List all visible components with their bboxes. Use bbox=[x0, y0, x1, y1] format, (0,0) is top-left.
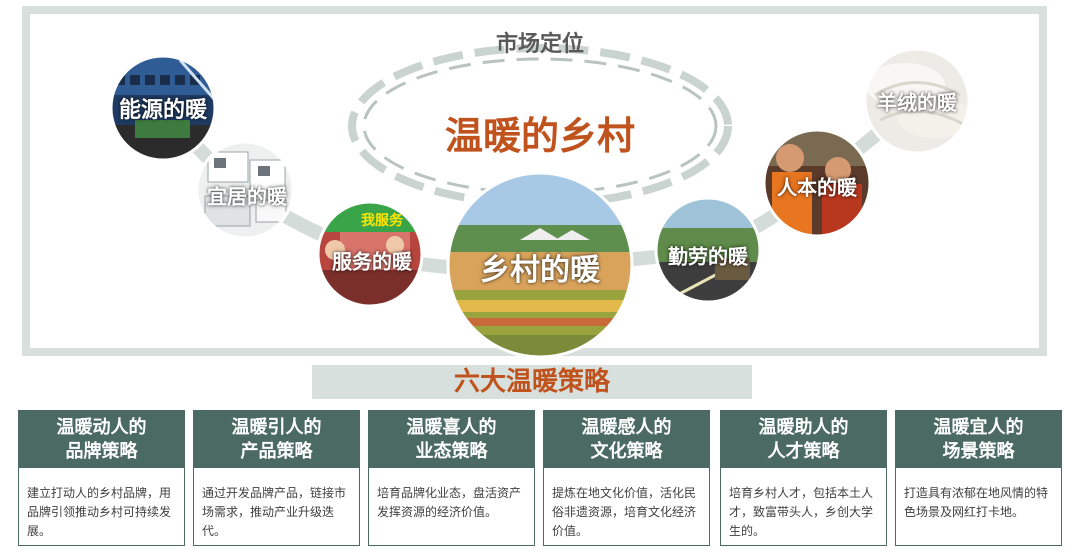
inner-dashed-ellipse bbox=[362, 57, 718, 195]
bubble-label-energy: 能源的暖 bbox=[118, 98, 208, 123]
village-bubble-image bbox=[448, 173, 632, 357]
card-body: 培育乡村人才，包括本土人才，致富带头人，乡创大学生的。 bbox=[729, 486, 874, 538]
banner-title: 六大温暖策略 bbox=[453, 367, 610, 397]
cashmere-bubble-image bbox=[865, 49, 969, 153]
card-body: 通过开发品牌产品，链接市场需求，推动产业升级迭代。 bbox=[202, 486, 347, 538]
card-title-line1: 温暖喜人的 bbox=[406, 416, 497, 438]
strategy-card-culture: 温暖感人的 文化策略 提炼在地文化价值，活化民俗非遗资源，培育文化经济价值。 bbox=[543, 410, 710, 546]
bubble-label-cashmere: 羊绒的暖 bbox=[877, 90, 957, 115]
card-title-line2: 产品策略 bbox=[240, 440, 313, 462]
card-title-line2: 文化策略 bbox=[590, 440, 663, 462]
service-sign-text: 我服务 bbox=[361, 212, 404, 229]
center-title: 温暖的乡村 bbox=[444, 114, 635, 158]
card-header: 温暖动人的 品牌策略 bbox=[19, 411, 184, 468]
bubble-label-living: 宜居的暖 bbox=[207, 184, 287, 209]
strategy-card-product: 温暖引人的 产品策略 通过开发品牌产品，链接市场需求，推动产业升级迭代。 bbox=[193, 410, 360, 546]
card-header: 温暖引人的 产品策略 bbox=[194, 411, 359, 468]
card-title-line1: 温暖动人的 bbox=[56, 416, 147, 438]
bubble-label-service: 服务的暖 bbox=[332, 249, 412, 274]
card-header: 温暖感人的 文化策略 bbox=[544, 411, 709, 468]
strategy-card-brand: 温暖动人的 品牌策略 建立打动人的乡村品牌，用品牌引领推动乡村可持续发展。 bbox=[18, 410, 185, 546]
card-title-line1: 温暖感人的 bbox=[581, 416, 672, 438]
card-header: 温暖助人的 人才策略 bbox=[721, 411, 886, 468]
card-title-line2: 品牌策略 bbox=[65, 440, 138, 462]
card-header: 温暖喜人的 业态策略 bbox=[369, 411, 534, 468]
card-body: 提炼在地文化价值，活化民俗非遗资源，培育文化经济价值。 bbox=[552, 486, 697, 538]
bubble-label-village: 乡村的暖 bbox=[480, 253, 600, 288]
strategy-card-business: 温暖喜人的 业态策略 培育品牌化业态，盘活资产发挥资源的经济价值。 bbox=[368, 410, 535, 546]
card-body: 培育品牌化业态，盘活资产发挥资源的经济价值。 bbox=[377, 486, 522, 519]
card-title-line2: 场景策略 bbox=[942, 440, 1015, 462]
strategy-card-scene: 温暖宜人的 场景策略 打造具有浓郁在地风情的特色场景及网红打卡地。 bbox=[895, 410, 1062, 546]
bubble-label-people: 人本的暖 bbox=[777, 175, 857, 200]
bubble-diagram: 我服务 bbox=[109, 44, 971, 359]
card-title-line1: 温暖助人的 bbox=[758, 416, 849, 438]
strategy-card-talent: 温暖助人的 人才策略 培育乡村人才，包括本土人才，致富带头人，乡创大学生的。 bbox=[720, 410, 887, 546]
card-body: 建立打动人的乡村品牌，用品牌引领推动乡村可持续发展。 bbox=[27, 486, 172, 538]
card-title-line1: 温暖宜人的 bbox=[933, 416, 1024, 438]
card-body: 打造具有浓郁在地风情的特色场景及网红打卡地。 bbox=[904, 486, 1049, 519]
card-title-line2: 业态策略 bbox=[415, 440, 488, 462]
living-bubble-image bbox=[197, 142, 293, 238]
card-header: 温暖宜人的 场景策略 bbox=[896, 411, 1061, 468]
strategies-banner: 六大温暖策略 bbox=[312, 365, 752, 399]
bubble-label-diligent: 勤劳的暖 bbox=[668, 244, 748, 269]
top-title: 市场定位 bbox=[495, 32, 584, 57]
people-bubble-image bbox=[764, 130, 870, 236]
card-title-line2: 人才策略 bbox=[767, 440, 840, 462]
card-title-line1: 温暖引人的 bbox=[231, 416, 322, 438]
diligent-bubble-image bbox=[656, 198, 760, 302]
